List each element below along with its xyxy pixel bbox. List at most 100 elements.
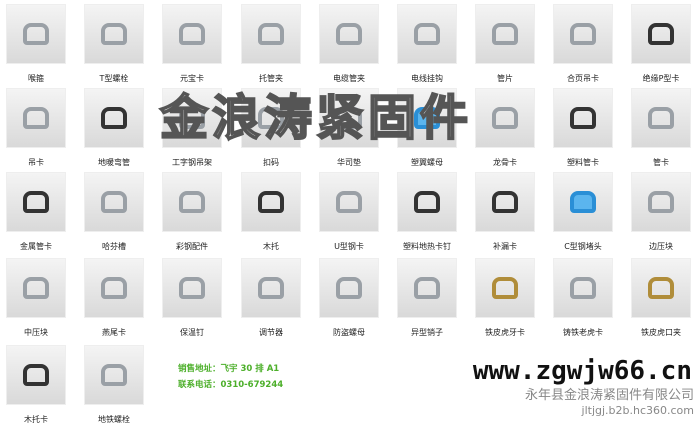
product-label[interactable]: 塑翼螺母	[411, 158, 443, 167]
product-image[interactable]	[84, 258, 144, 318]
product-card[interactable]: 吊卡	[5, 88, 67, 168]
product-card[interactable]: 保温钉	[161, 258, 223, 338]
product-card[interactable]: 铸铁老虎卡	[552, 258, 614, 338]
product-card[interactable]: 哈芬槽	[83, 172, 145, 252]
product-image[interactable]	[475, 258, 535, 318]
product-label[interactable]: 管卡	[653, 158, 669, 167]
product-label[interactable]: 哈芬槽	[102, 242, 126, 251]
product-image[interactable]	[319, 172, 379, 232]
company-url[interactable]: jltjgj.b2b.hc360.com	[581, 404, 694, 417]
product-label[interactable]: 铁皮虎口夹	[641, 328, 681, 337]
product-label[interactable]: 防盗螺母	[333, 328, 365, 337]
product-card[interactable]: 管卡	[630, 88, 692, 168]
product-label[interactable]: 龙骨卡	[493, 158, 517, 167]
product-label[interactable]: T型螺栓	[99, 74, 129, 83]
product-label[interactable]: 吊卡	[28, 158, 44, 167]
product-image[interactable]	[475, 4, 535, 64]
website-watermark[interactable]: www.zgwjw66.cn	[472, 356, 692, 386]
product-image[interactable]	[162, 4, 222, 64]
product-image[interactable]	[631, 258, 691, 318]
product-card[interactable]: 扣码	[240, 88, 302, 168]
product-image[interactable]	[162, 172, 222, 232]
product-label[interactable]: 元宝卡	[180, 74, 204, 83]
product-image[interactable]	[319, 88, 379, 148]
product-card[interactable]: 喉箍	[5, 4, 67, 84]
product-image[interactable]	[397, 258, 457, 318]
product-image[interactable]	[553, 172, 613, 232]
product-label[interactable]: 电线挂钩	[411, 74, 443, 83]
product-card[interactable]: 地暖弯管	[83, 88, 145, 168]
product-image[interactable]	[162, 88, 222, 148]
product-image[interactable]	[162, 258, 222, 318]
product-label[interactable]: 铁皮虎牙卡	[485, 328, 525, 337]
product-label[interactable]: 华司垫	[337, 158, 361, 167]
product-image[interactable]	[319, 258, 379, 318]
product-label[interactable]: 地铁螺栓	[98, 415, 130, 424]
product-label[interactable]: 彩钢配件	[176, 242, 208, 251]
product-card[interactable]: 金属管卡	[5, 172, 67, 252]
product-image[interactable]	[6, 4, 66, 64]
product-image[interactable]	[631, 172, 691, 232]
product-card[interactable]: 铁皮虎牙卡	[474, 258, 536, 338]
product-card[interactable]: 管片	[474, 4, 536, 84]
product-image[interactable]	[84, 345, 144, 405]
product-card[interactable]: C型钢堵头	[552, 172, 614, 252]
product-image[interactable]	[84, 88, 144, 148]
product-card[interactable]: 电缆管夹	[318, 4, 380, 84]
product-card[interactable]: 木托卡	[5, 345, 67, 425]
product-image[interactable]	[631, 88, 691, 148]
product-image[interactable]	[397, 172, 457, 232]
product-card[interactable]: 元宝卡	[161, 4, 223, 84]
product-label[interactable]: 调节器	[259, 328, 283, 337]
product-label[interactable]: 木托	[263, 242, 279, 251]
product-label[interactable]: 铸铁老虎卡	[563, 328, 603, 337]
product-card[interactable]: 铁皮虎口夹	[630, 258, 692, 338]
product-card[interactable]: 塑料地热卡钉	[396, 172, 458, 252]
product-label[interactable]: 电缆管夹	[333, 74, 365, 83]
product-label[interactable]: 合页吊卡	[567, 74, 599, 83]
product-label[interactable]: 托管夹	[259, 74, 283, 83]
product-image[interactable]	[397, 88, 457, 148]
product-card[interactable]: 地铁螺栓	[83, 345, 145, 425]
product-image[interactable]	[6, 258, 66, 318]
product-image[interactable]	[553, 4, 613, 64]
product-label[interactable]: C型钢堵头	[564, 242, 602, 251]
product-card[interactable]: 龙骨卡	[474, 88, 536, 168]
product-card[interactable]: 防盗螺母	[318, 258, 380, 338]
product-image[interactable]	[397, 4, 457, 64]
product-image[interactable]	[319, 4, 379, 64]
product-image[interactable]	[84, 4, 144, 64]
product-card[interactable]: 燕尾卡	[83, 258, 145, 338]
product-image[interactable]	[475, 88, 535, 148]
product-label[interactable]: 扣码	[263, 158, 279, 167]
product-card[interactable]: 调节器	[240, 258, 302, 338]
product-card[interactable]: 电线挂钩	[396, 4, 458, 84]
product-label[interactable]: 补漏卡	[493, 242, 517, 251]
product-card[interactable]: 工字钢吊架	[161, 88, 223, 168]
product-card[interactable]: 彩钢配件	[161, 172, 223, 252]
product-image[interactable]	[241, 88, 301, 148]
product-card[interactable]: 托管夹	[240, 4, 302, 84]
product-card[interactable]: 补漏卡	[474, 172, 536, 252]
product-card[interactable]: 边压块	[630, 172, 692, 252]
product-label[interactable]: U型钢卡	[334, 242, 364, 251]
product-image[interactable]	[631, 4, 691, 64]
product-card[interactable]: 塑料管卡	[552, 88, 614, 168]
product-label[interactable]: 燕尾卡	[102, 328, 126, 337]
product-image[interactable]	[553, 258, 613, 318]
product-image[interactable]	[241, 4, 301, 64]
product-image[interactable]	[84, 172, 144, 232]
product-image[interactable]	[6, 88, 66, 148]
product-label[interactable]: 塑料管卡	[567, 158, 599, 167]
product-label[interactable]: 中压块	[24, 328, 48, 337]
product-card[interactable]: 塑翼螺母	[396, 88, 458, 168]
product-card[interactable]: 合页吊卡	[552, 4, 614, 84]
product-label[interactable]: 边压块	[649, 242, 673, 251]
product-image[interactable]	[241, 258, 301, 318]
product-image[interactable]	[6, 345, 66, 405]
product-card[interactable]: U型钢卡	[318, 172, 380, 252]
product-image[interactable]	[475, 172, 535, 232]
product-image[interactable]	[553, 88, 613, 148]
product-card[interactable]: 华司垫	[318, 88, 380, 168]
product-label[interactable]: 金属管卡	[20, 242, 52, 251]
